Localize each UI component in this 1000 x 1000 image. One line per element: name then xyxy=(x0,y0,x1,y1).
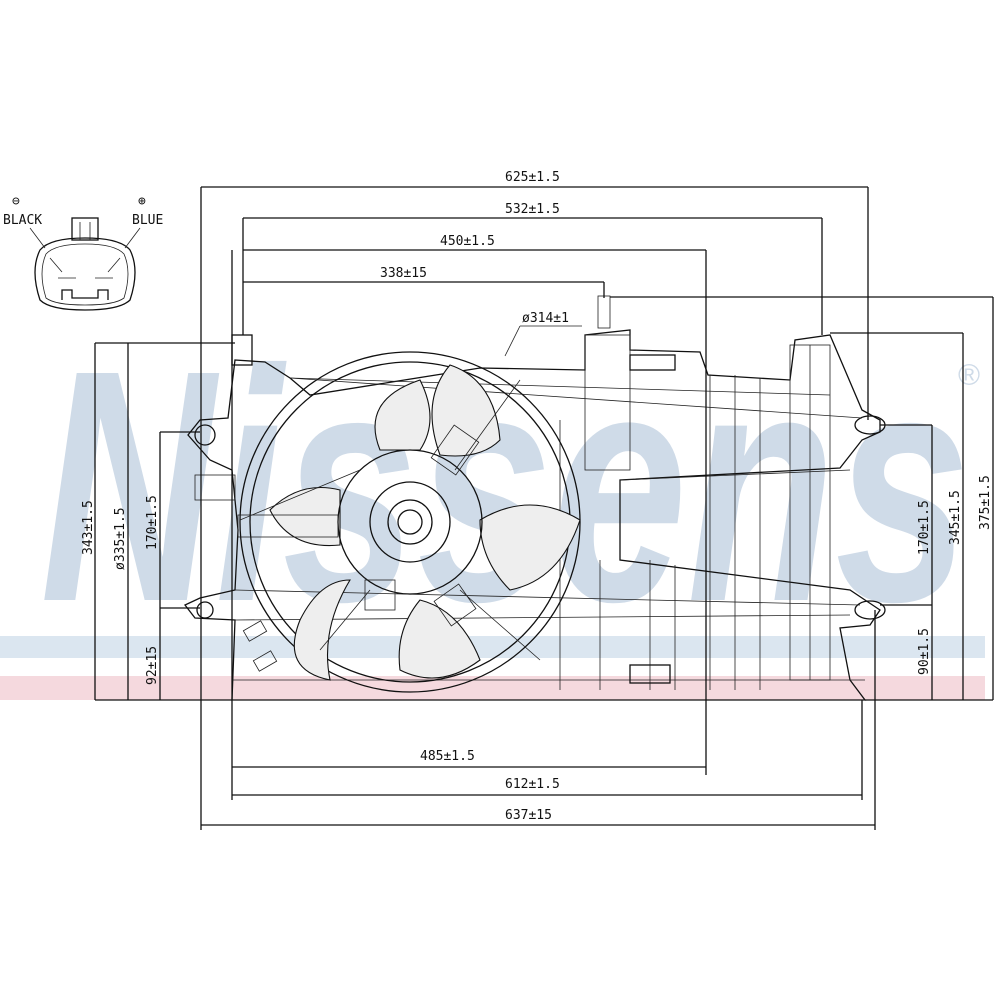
watermark-band-blue xyxy=(0,636,985,658)
watermark-brand: Nissens xyxy=(40,301,970,670)
frame-ribs xyxy=(559,345,811,690)
dim-170-right: 170±1.5 xyxy=(917,500,932,555)
connector-diagram: ⊖ ⊕ BLACK BLUE xyxy=(3,194,163,311)
fan-blades xyxy=(269,364,581,681)
fan-ring-outer xyxy=(239,351,581,693)
top-dimensions: 625±1.5 532±1.5 450±1.5 338±15 ø314±1 xyxy=(200,170,869,830)
dim-637: 637±15 xyxy=(505,808,552,823)
dim-170-left: 170±1.5 xyxy=(145,495,160,550)
dim-375: 375±1.5 xyxy=(978,475,993,530)
dim-485: 485±1.5 xyxy=(420,749,475,764)
dim-338: 338±15 xyxy=(380,266,427,281)
dim-90: 90±1.5 xyxy=(917,628,932,675)
dim-612: 612±1.5 xyxy=(505,777,560,792)
right-dimensions: 170±1.5 345±1.5 375±1.5 90±1.5 xyxy=(610,296,994,701)
dim-335-diameter: ø335±1.5 xyxy=(113,507,128,570)
dim-625: 625±1.5 xyxy=(505,170,560,185)
minus-icon: ⊖ xyxy=(12,194,20,209)
dim-345: 345±1.5 xyxy=(948,490,963,545)
left-dimensions: 343±1.5 ø335±1.5 170±1.5 92±15 xyxy=(81,342,235,701)
dim-532: 532±1.5 xyxy=(505,202,560,217)
fan xyxy=(237,351,581,693)
blue-wire-label: BLUE xyxy=(132,213,163,228)
black-wire-label: BLACK xyxy=(3,213,42,228)
dim-450: 450±1.5 xyxy=(440,234,495,249)
dim-92: 92±15 xyxy=(145,646,160,685)
dim-343: 343±1.5 xyxy=(81,500,96,555)
dim-fan-diameter: ø314±1 xyxy=(522,311,569,326)
registered-mark: ® xyxy=(958,359,980,392)
plus-icon: ⊕ xyxy=(138,194,146,209)
bottom-dimensions: 485±1.5 612±1.5 637±15 xyxy=(201,610,876,830)
